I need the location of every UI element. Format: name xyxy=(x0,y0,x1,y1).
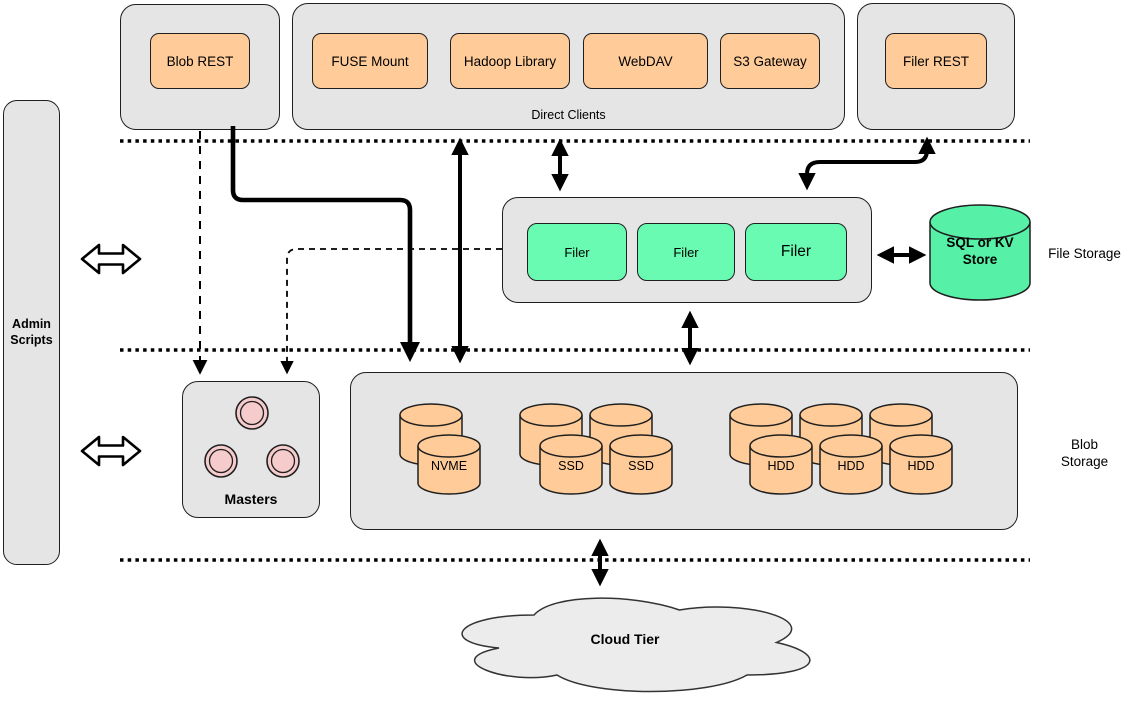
masters-container: Masters xyxy=(182,381,320,518)
filer-rest-filer-double-arrow xyxy=(798,136,936,191)
filer-node-2: Filer xyxy=(637,223,735,281)
file-storage-section-label: File Storage xyxy=(1048,245,1121,261)
filer-to-masters-dashed-arrow xyxy=(280,248,502,375)
blob-rest-to-volumes-arrow xyxy=(230,126,421,363)
admin-blob-storage-arrow xyxy=(80,435,142,467)
masters-label: Masters xyxy=(224,491,278,507)
blob-storage-section-label: Blob Storage xyxy=(1060,437,1109,469)
admin-scripts-label: Admin Scripts xyxy=(10,316,53,347)
ssd-volume-label-1: SSD xyxy=(558,459,584,474)
cloud-tier-label: Cloud Tier xyxy=(590,631,660,648)
fuse-mount-node: FUSE Mount xyxy=(312,33,428,89)
nvme-volume-label: NVME xyxy=(430,459,468,474)
hdd-volume-label-3: HDD xyxy=(907,459,935,474)
ssd-volume-label-2: SSD xyxy=(628,459,654,474)
admin-scripts-panel: Admin Scripts xyxy=(3,100,60,565)
s3-gateway-node: S3 Gateway xyxy=(720,33,820,89)
direct-clients-label: Direct Clients xyxy=(531,108,606,122)
blob-rest-node: Blob REST xyxy=(150,33,250,89)
sql-kv-store-label: SQL or KV Store xyxy=(946,235,1014,267)
hdd-volume-label-2: HDD xyxy=(837,459,865,474)
volume-servers-container xyxy=(350,372,1018,530)
hadoop-library-node: Hadoop Library xyxy=(450,33,570,89)
filer-node-1: Filer xyxy=(527,223,627,281)
filer-node-3: Filer xyxy=(745,223,847,281)
hdd-volume-label-1: HDD xyxy=(767,459,795,474)
admin-file-storage-arrow xyxy=(80,243,142,275)
filer-rest-node: Filer REST xyxy=(885,33,987,89)
webdav-node: WebDAV xyxy=(583,33,708,89)
